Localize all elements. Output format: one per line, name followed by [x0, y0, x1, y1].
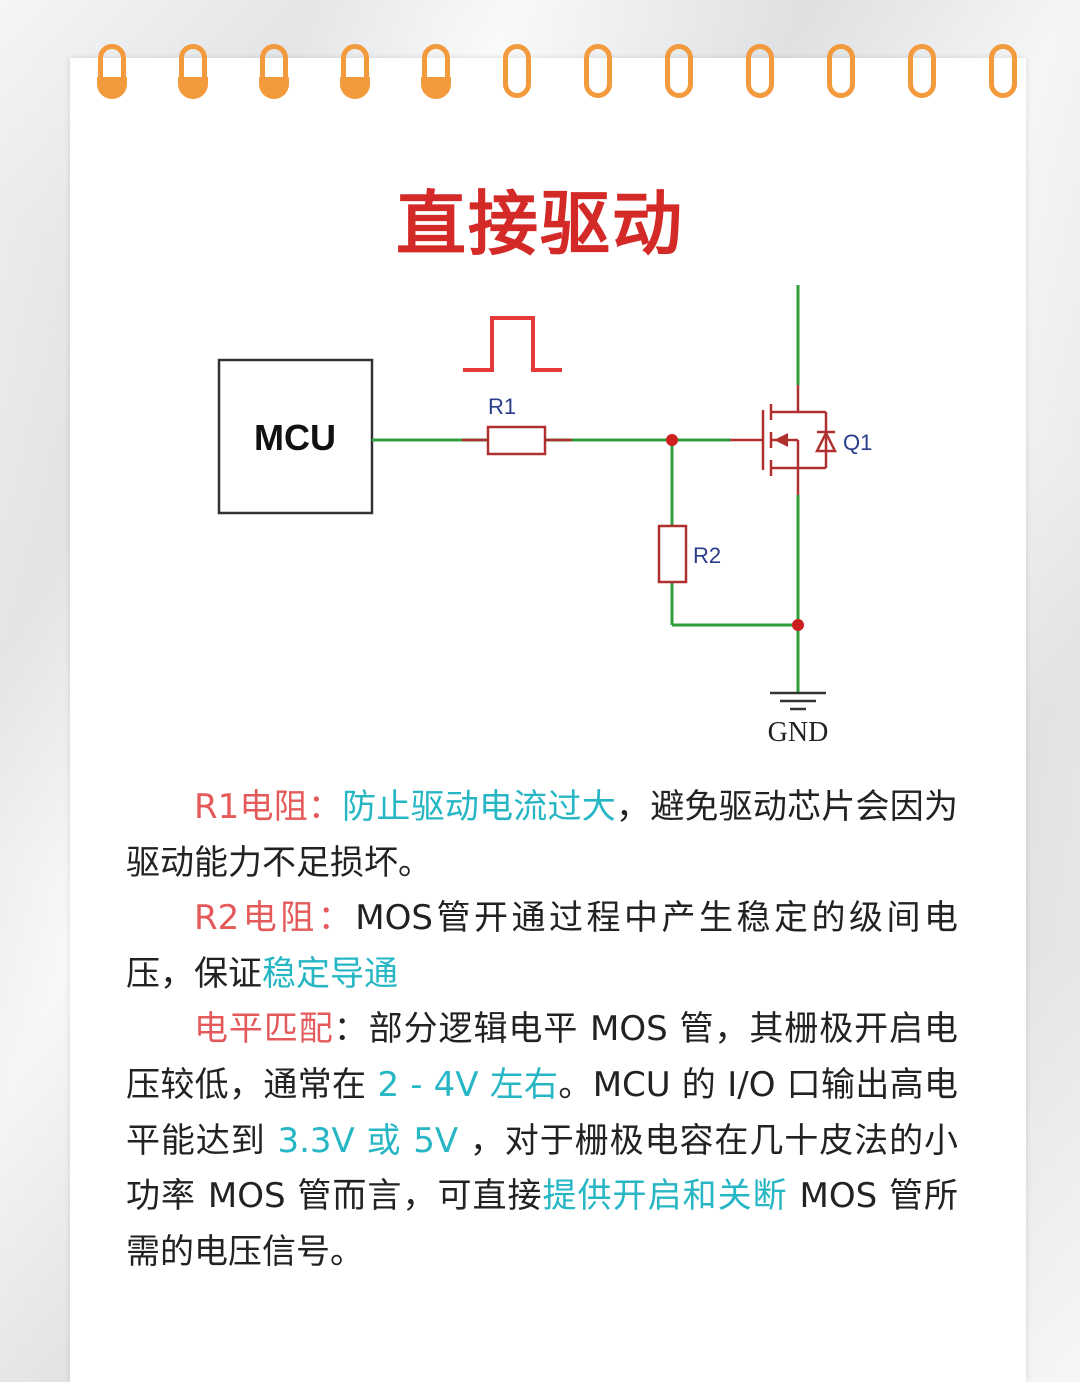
binding-ring-icon	[665, 44, 693, 98]
binding-ring-icon	[989, 44, 1017, 98]
highlight-text: 3.3V 或 5V	[277, 1120, 459, 1161]
highlight-text: 稳定导通	[262, 953, 398, 994]
binding-ring-icon	[827, 44, 855, 98]
binding-ring-icon	[421, 44, 451, 99]
highlight-text: 提供开启和关断	[542, 1176, 788, 1217]
highlight-text: 2 - 4V 左右	[377, 1064, 559, 1105]
junction-dot	[666, 434, 678, 446]
r2-term: R2电阻：	[194, 898, 356, 939]
binding-ring-icon	[746, 44, 774, 98]
paragraph-text: ：部分逻辑电平 MOS 管，其栅极开启电压较低，通常在	[126, 1009, 959, 1105]
ground-icon	[770, 691, 826, 711]
explanation-text: R1电阻：防止驱动电流过大，避免驱动芯片会因为驱动能力不足损坏。 R2电阻：MO…	[126, 780, 958, 1280]
body-diode-icon	[814, 430, 838, 453]
r1-paragraph: R1电阻：防止驱动电流过大，避免驱动芯片会因为驱动能力不足损坏。	[126, 780, 958, 891]
circuit-diagram: MCU R1 R2	[217, 285, 872, 748]
page-title: 直接驱动	[396, 183, 684, 265]
r2-paragraph: R2电阻：MOS管开通过程中产生稳定的级间电压，保证稳定导通	[126, 891, 958, 1002]
r1-resistor	[462, 425, 572, 456]
paragraph-text: 。MCU 的 I/O 口输出高电平能达到	[126, 1064, 959, 1161]
junction-dot	[792, 619, 804, 631]
q1-label: Q1	[843, 430, 872, 455]
r2-resistor	[657, 524, 688, 584]
mcu-block	[217, 358, 374, 515]
binding-ring-icon	[178, 44, 208, 99]
gnd-label: GND	[768, 717, 829, 748]
mcu-label: MCU	[254, 417, 336, 458]
binding-ring-icon	[908, 44, 936, 98]
paragraph-text: MOS 管所需的电压信号。	[126, 1176, 959, 1272]
notebook-page	[70, 58, 1026, 1382]
level-match-term: 电平匹配	[194, 1009, 334, 1050]
wires	[372, 285, 800, 693]
mosfet-arrow-icon	[774, 433, 788, 447]
binding-ring-icon	[259, 44, 289, 99]
binding-ring-icon	[97, 44, 127, 99]
paragraph-text: ，对于栅极电容在几十皮法的小功率 MOS 管而言，可直接	[126, 1120, 958, 1217]
r2-label: R2	[693, 543, 721, 568]
binding-ring-icon	[340, 44, 370, 99]
square-pulse-icon	[463, 316, 562, 372]
highlight-text: 防止驱动电流过大	[342, 787, 616, 827]
binding-ring-icon	[584, 44, 612, 98]
r1-term: R1电阻：	[194, 787, 343, 827]
level-match-paragraph: 电平匹配：部分逻辑电平 MOS 管，其栅极开启电压较低，通常在 2 - 4V 左…	[126, 1002, 958, 1280]
paragraph-text: MOS管开通过程中产生稳定的级间电压，保证	[126, 898, 958, 994]
binding-ring-icon	[503, 44, 531, 98]
r1-label: R1	[488, 394, 516, 419]
paragraph-text: ，避免驱动芯片会因为驱动能力不足损坏。	[126, 787, 959, 883]
